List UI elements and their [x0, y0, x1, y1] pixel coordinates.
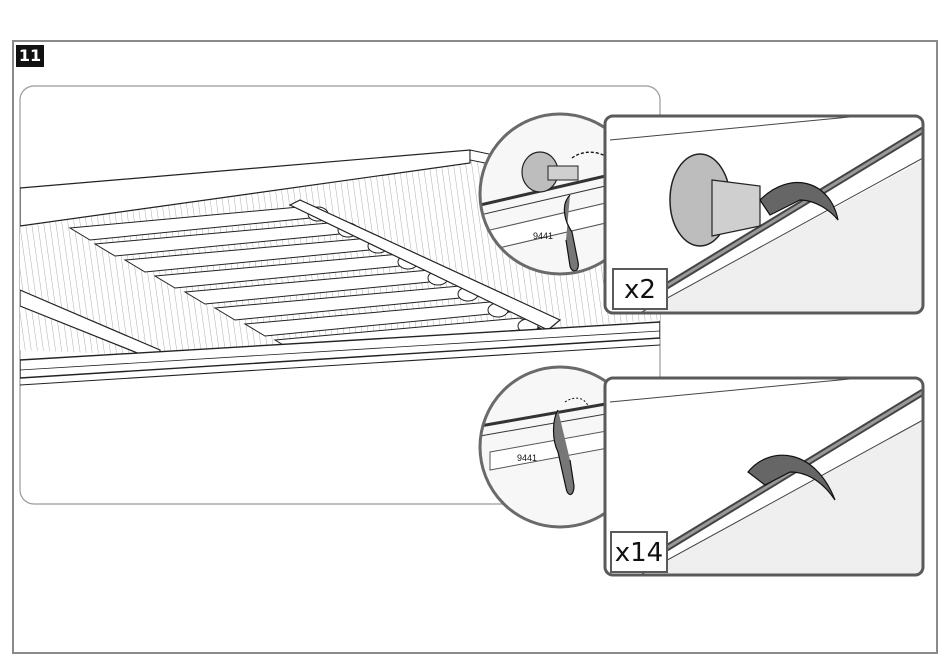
- quantity-label-end-clips: x2: [612, 268, 668, 310]
- part-number-label: 9441: [517, 453, 537, 463]
- quantity-label-middle-clips: x14: [610, 531, 668, 573]
- part-number-label: 9441: [533, 231, 553, 241]
